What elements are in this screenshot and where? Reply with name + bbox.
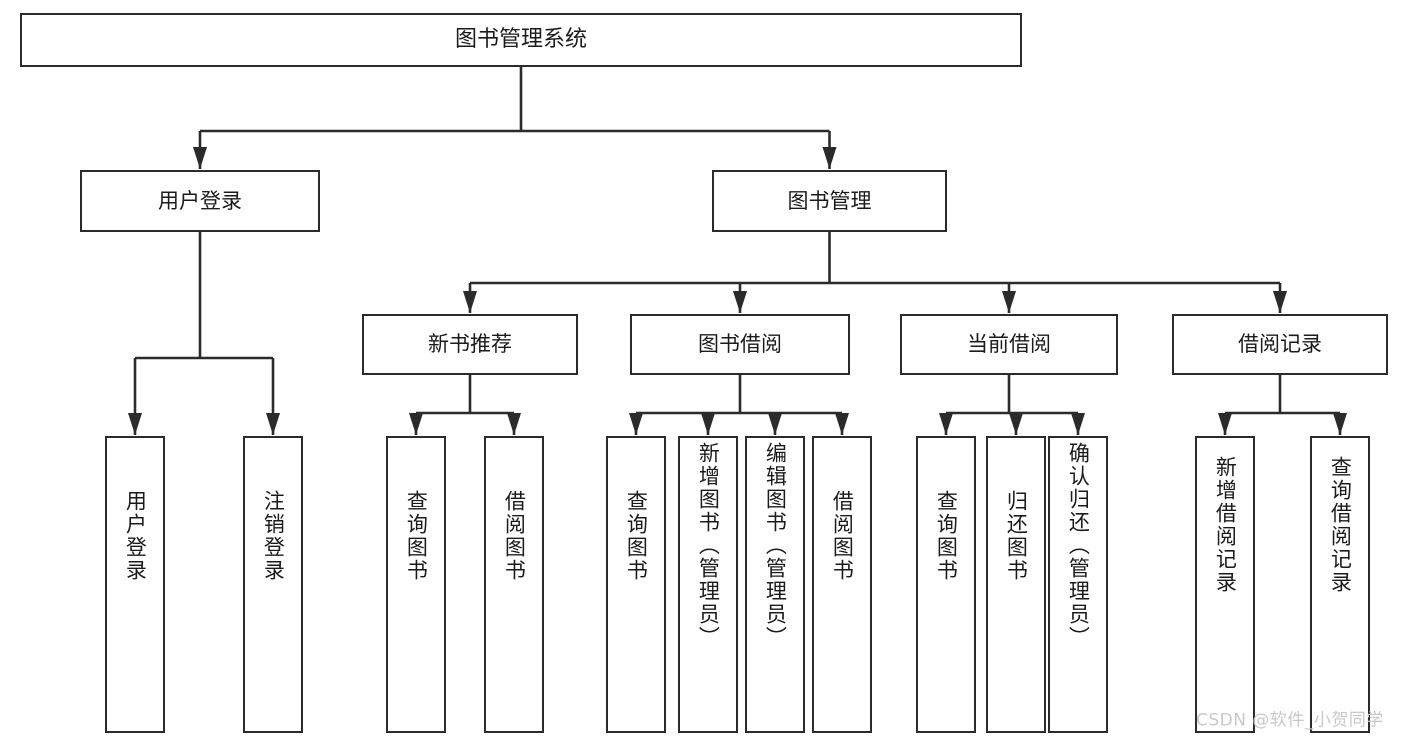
arrow-head-icon bbox=[128, 413, 142, 435]
arrow-head-icon bbox=[1333, 413, 1347, 435]
arrow-head-icon bbox=[939, 413, 953, 435]
node-borrow[interactable]: 图书借阅 bbox=[630, 314, 850, 375]
node-label: 图书借阅 bbox=[698, 332, 782, 357]
arrow-head-icon bbox=[629, 413, 643, 435]
node-label: 编辑图书（管理员） bbox=[763, 442, 788, 649]
watermark-label: CSDN @软件_小贺同学 bbox=[1196, 710, 1384, 731]
node-label: 查询图书 bbox=[934, 490, 959, 582]
node-label: 查询借阅记录 bbox=[1328, 456, 1353, 594]
arrow-head-icon bbox=[463, 291, 477, 313]
node-leaf-11[interactable]: 确认归还（管理员） bbox=[1048, 436, 1108, 733]
node-leaf-12[interactable]: 新增借阅记录 bbox=[1195, 436, 1255, 733]
node-label: 借阅图书 bbox=[830, 490, 855, 582]
node-label: 当前借阅 bbox=[967, 332, 1051, 357]
node-label: 用户登录 bbox=[158, 188, 242, 213]
node-leaf-4[interactable]: 借阅图书 bbox=[484, 436, 544, 733]
arrow-head-icon bbox=[701, 413, 715, 435]
node-label: 归还图书 bbox=[1004, 490, 1029, 582]
node-leaf-1[interactable]: 用户登录 bbox=[105, 436, 165, 733]
node-label: 新增图书（管理员） bbox=[696, 442, 721, 649]
arrow-head-icon bbox=[266, 413, 280, 435]
arrow-head-icon bbox=[1071, 413, 1085, 435]
node-leaf-13[interactable]: 查询借阅记录 bbox=[1310, 436, 1370, 733]
node-label: 图书管理 bbox=[787, 188, 872, 213]
node-leaf-7[interactable]: 编辑图书（管理员） bbox=[745, 436, 805, 733]
arrow-head-icon bbox=[822, 147, 837, 169]
node-leaf-3[interactable]: 查询图书 bbox=[386, 436, 446, 733]
node-label: 图书管理系统 bbox=[454, 27, 587, 53]
arrow-head-icon bbox=[507, 413, 521, 435]
node-leaf-2[interactable]: 注销登录 bbox=[243, 436, 303, 733]
arrow-head-icon bbox=[409, 413, 423, 435]
node-label: 借阅记录 bbox=[1238, 332, 1322, 357]
node-root[interactable]: 图书管理系统 bbox=[20, 13, 1022, 67]
arrow-head-icon bbox=[733, 291, 747, 313]
arrow-head-icon bbox=[193, 147, 207, 169]
node-newbook[interactable]: 新书推荐 bbox=[362, 314, 578, 375]
node-leaf-10[interactable]: 归还图书 bbox=[986, 436, 1046, 733]
node-label: 用户登录 bbox=[123, 490, 148, 582]
node-label: 查询图书 bbox=[404, 490, 429, 582]
node-label: 借阅图书 bbox=[502, 490, 527, 582]
node-leaf-9[interactable]: 查询图书 bbox=[916, 436, 976, 733]
node-leaf-5[interactable]: 查询图书 bbox=[606, 436, 666, 733]
node-current[interactable]: 当前借阅 bbox=[900, 314, 1118, 375]
arrow-head-icon bbox=[1273, 291, 1287, 313]
node-login[interactable]: 用户登录 bbox=[80, 170, 320, 232]
node-label: 注销登录 bbox=[261, 490, 286, 582]
arrow-head-icon bbox=[835, 413, 849, 435]
arrow-head-icon bbox=[1218, 413, 1232, 435]
arrow-head-icon bbox=[768, 413, 782, 435]
arrow-head-icon bbox=[1002, 291, 1016, 313]
arrow-head-icon bbox=[1009, 413, 1023, 435]
node-leaf-8[interactable]: 借阅图书 bbox=[812, 436, 872, 733]
node-bookmgmt[interactable]: 图书管理 bbox=[712, 170, 947, 232]
node-label: 新书推荐 bbox=[428, 332, 512, 357]
node-label: 确认归还（管理员） bbox=[1066, 442, 1091, 649]
node-leaf-6[interactable]: 新增图书（管理员） bbox=[678, 436, 738, 733]
node-label: 新增借阅记录 bbox=[1213, 456, 1238, 594]
node-label: 查询图书 bbox=[624, 490, 649, 582]
node-records[interactable]: 借阅记录 bbox=[1172, 314, 1388, 375]
